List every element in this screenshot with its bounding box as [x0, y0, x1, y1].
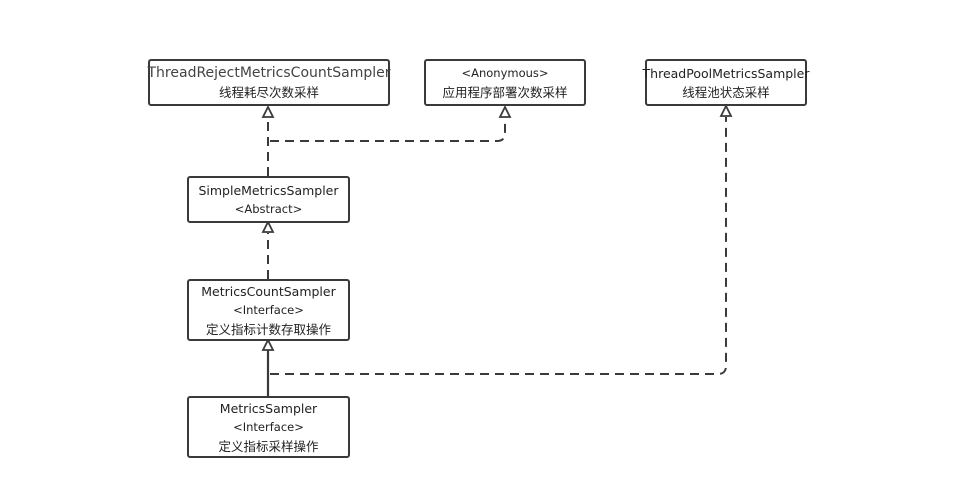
class-name: ThreadPoolMetricsSampler — [642, 65, 810, 81]
class-description: 定义指标计数存取操作 — [205, 321, 331, 337]
edge-anonymous-extends-simple — [270, 118, 506, 142]
class-anonymous[interactable]: <Anonymous> 应用程序部署次数采样 — [424, 59, 586, 106]
class-description: 线程耗尽次数采样 — [218, 84, 319, 100]
class-stereotype: <Anonymous> — [461, 65, 549, 80]
class-description: 线程池状态采样 — [682, 84, 770, 100]
class-metrics-count-sampler[interactable]: MetricsCountSampler <Interface> 定义指标计数存取… — [187, 279, 350, 341]
class-name: MetricsCountSampler — [201, 283, 336, 299]
edge-sampler-extends-count-arrowhead — [261, 337, 275, 351]
edge-simple-implements-count-arrowhead — [261, 219, 275, 233]
edge-threadreject-extends-simple-arrowhead — [261, 104, 275, 118]
edge-anonymous-extends-simple-arrowhead — [498, 104, 512, 118]
class-stereotype: <Abstract> — [234, 201, 303, 216]
edge-threadpool-implements-sampler-arrowhead — [719, 103, 733, 117]
class-name: MetricsSampler — [219, 400, 318, 416]
edge-threadpool-implements-sampler — [270, 117, 727, 375]
class-stereotype: <Interface> — [233, 302, 304, 317]
class-thread-pool-metrics-sampler[interactable]: ThreadPoolMetricsSampler 线程池状态采样 — [642, 59, 810, 106]
class-name: ThreadRejectMetricsCountSampler — [147, 64, 391, 81]
class-description: 定义指标采样操作 — [218, 438, 319, 454]
class-metrics-sampler[interactable]: MetricsSampler <Interface> 定义指标采样操作 — [187, 396, 350, 458]
class-description: 应用程序部署次数采样 — [442, 84, 568, 100]
class-stereotype: <Interface> — [233, 419, 304, 434]
class-name: SimpleMetricsSampler — [198, 182, 339, 198]
class-thread-reject-metrics-count-sampler[interactable]: ThreadRejectMetricsCountSampler 线程耗尽次数采样 — [147, 59, 391, 106]
class-simple-metrics-sampler[interactable]: SimpleMetricsSampler <Abstract> — [187, 176, 350, 223]
